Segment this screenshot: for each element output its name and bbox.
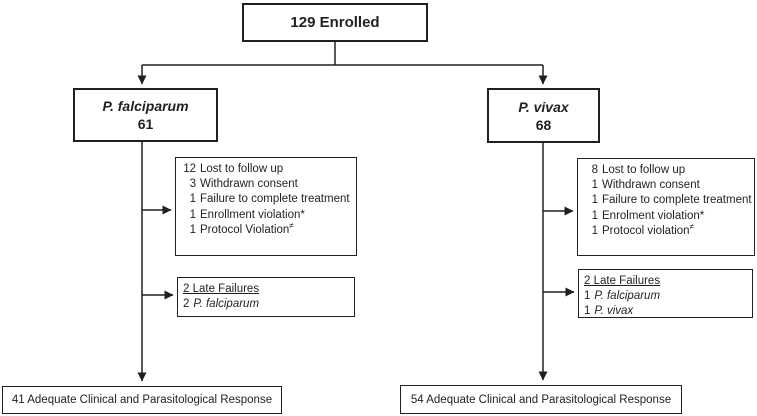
exclusion-item: 1 Enrolment violation* [583,209,750,224]
exclusion-count: 1 [189,193,196,206]
exclusion-label: Failure to complete treatment [602,194,752,207]
late-failure-item: 1 P. falciparum [584,289,748,304]
falciparum-exclusions-box: 12 Lost to follow up 3 Withdrawn consent… [175,157,357,256]
vivax-exclusions-box: 8 Lost to follow up 1 Withdrawn consent … [577,158,755,256]
falciparum-outcome-box: 41 Adequate Clinical and Parasitological… [2,386,282,414]
exclusion-item: 1 Withdrawn consent [583,178,750,193]
footnote-symbol: ≠ [689,221,694,231]
vivax-arm-species: P. vivax [518,98,569,115]
footnote-symbol: ≠ [289,220,294,230]
exclusion-label: Lost to follow up [200,163,284,175]
exclusion-label-text: Protocol violation [602,224,690,237]
late-failures-title-row: 2 Late Failures [183,282,350,297]
falciparum-late-failures-box: 2 Late Failures 2 P. falciparum [177,277,355,317]
exclusion-count: 3 [189,178,196,191]
exclusion-count: 1 [591,209,598,222]
exclusion-item: 1 Protocol violation≠ [583,221,750,239]
exclusion-item: 1 Failure to complete treatment [181,192,352,207]
exclusion-label: Lost to follow up [602,164,686,176]
exclusion-count: 12 [183,163,196,175]
late-failures-title-row: 2 Late Failures [584,274,748,289]
late-failure-count: 2 [183,298,190,311]
vivax-late-failures-box: 2 Late Failures 1 P. falciparum 1 P. viv… [578,269,753,318]
exclusion-label-text: Protocol Violation [200,223,290,236]
exclusion-count: 1 [189,223,196,236]
exclusion-count: 1 [591,224,598,237]
exclusion-label: Withdrawn consent [200,178,298,191]
late-failures-title: 2 Late Failures [183,283,260,295]
enrolled-label: 129 Enrolled [290,14,380,31]
exclusion-label: Protocol Violation≠ [200,220,294,238]
late-failure-species: P. vivax [594,305,634,318]
falciparum-arm-count: 61 [137,116,154,132]
exclusion-item: 1 Failure to complete treatment [583,193,752,208]
exclusion-item: 8 Lost to follow up [583,163,750,178]
exclusion-count: 1 [591,194,598,207]
falciparum-arm-box: P. falciparum 61 [73,88,218,142]
vivax-arm-count: 68 [535,116,552,133]
late-failures-title: 2 Late Failures [584,275,661,287]
exclusion-label: Enrolment violation* [602,209,705,222]
enrolled-box: 129 Enrolled [242,3,428,42]
late-failure-item: 1 P. vivax [584,304,748,319]
exclusion-label: Protocol violation≠ [602,221,694,239]
exclusion-item: 3 Withdrawn consent [181,177,352,192]
falciparum-outcome-label: 41 Adequate Clinical and Parasitological… [11,394,273,406]
late-failure-species: P. falciparum [193,298,260,311]
late-failure-count: 1 [584,305,591,318]
late-failure-species: P. falciparum [594,290,661,303]
exclusion-label: Enrollment violation* [200,208,305,221]
vivax-outcome-box: 54 Adequate Clinical and Parasitological… [400,385,682,414]
vivax-outcome-label: 54 Adequate Clinical and Parasitological… [410,393,672,406]
exclusion-item: 12 Lost to follow up [181,162,352,177]
exclusion-label: Withdrawn consent [602,179,700,192]
late-failure-item: 2 P. falciparum [183,297,350,312]
late-failure-count: 1 [584,290,591,303]
exclusion-count: 8 [591,164,598,176]
exclusion-item: 1 Protocol Violation≠ [181,220,352,238]
vivax-arm-box: P. vivax 68 [487,88,600,143]
exclusion-count: 1 [591,179,598,192]
exclusion-item: 1 Enrollment violation* [181,208,352,223]
exclusion-label: Failure to complete treatment [200,193,350,206]
falciparum-arm-species: P. falciparum [102,98,189,114]
exclusion-count: 1 [189,208,196,221]
